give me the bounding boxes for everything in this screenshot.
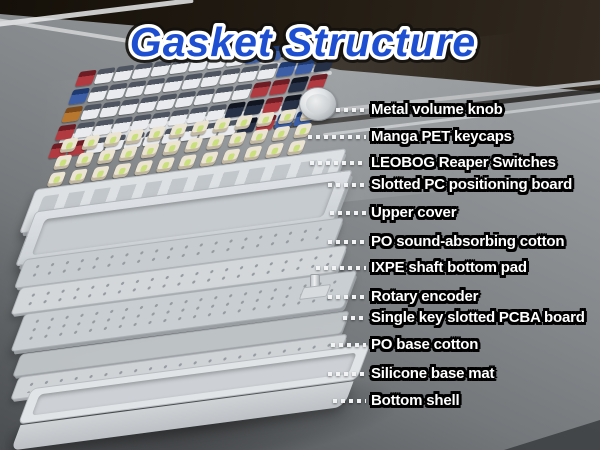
page-title-text: Gasket Structure (130, 19, 476, 65)
leader-line-bottom-shell (333, 399, 366, 403)
leader-line-silicone-base-mat (328, 372, 366, 376)
leader-line-po-base-cotton (331, 343, 366, 347)
rotary-encoder (298, 274, 332, 301)
label-leobog-reaper-switches: LEOBOG Reaper Switches (371, 154, 556, 171)
label-silicone-base-mat: Silicone base mat (371, 365, 495, 382)
leader-line-slotted-pc-positioning-board (328, 183, 366, 187)
leader-line-upper-cover (330, 211, 366, 215)
label-po-base-cotton: PO base cotton (371, 336, 479, 353)
label-single-key-slotted-pcba-board: Single key slotted PCBA board (371, 309, 585, 326)
page-title: Gasket Structure Gasket Structure Gasket… (123, 13, 481, 72)
label-upper-cover: Upper cover (371, 204, 457, 221)
label-po-sound-absorbing-cotton: PO sound-absorbing cotton (371, 233, 565, 250)
label-metal-volume-knob: Metal volume knob (371, 101, 503, 118)
label-slotted-pc-positioning-board: Slotted PC positioning board (371, 176, 573, 193)
label-bottom-shell: Bottom shell (371, 392, 460, 409)
label-ixpe-shaft-bottom-pad: IXPE shaft bottom pad (371, 259, 527, 276)
label-manga-pet-keycaps: Manga PET keycaps (371, 128, 512, 145)
leader-line-metal-volume-knob (336, 108, 366, 112)
label-rotary-encoder: Rotary encoder (371, 288, 479, 305)
leader-line-ixpe-shaft-bottom-pad (316, 266, 366, 270)
metal-volume-knob (299, 87, 337, 121)
leader-line-manga-pet-keycaps (308, 135, 366, 139)
leader-line-leobog-reaper-switches (310, 161, 366, 165)
svg-text:Gasket Structure: Gasket Structure (130, 19, 476, 65)
svg-text:Gasket Structure: Gasket Structure (130, 19, 476, 65)
leader-line-single-key-slotted-pcba-board (343, 316, 366, 320)
leader-line-po-sound-absorbing-cotton (328, 240, 366, 244)
leader-line-rotary-encoder (328, 295, 366, 299)
